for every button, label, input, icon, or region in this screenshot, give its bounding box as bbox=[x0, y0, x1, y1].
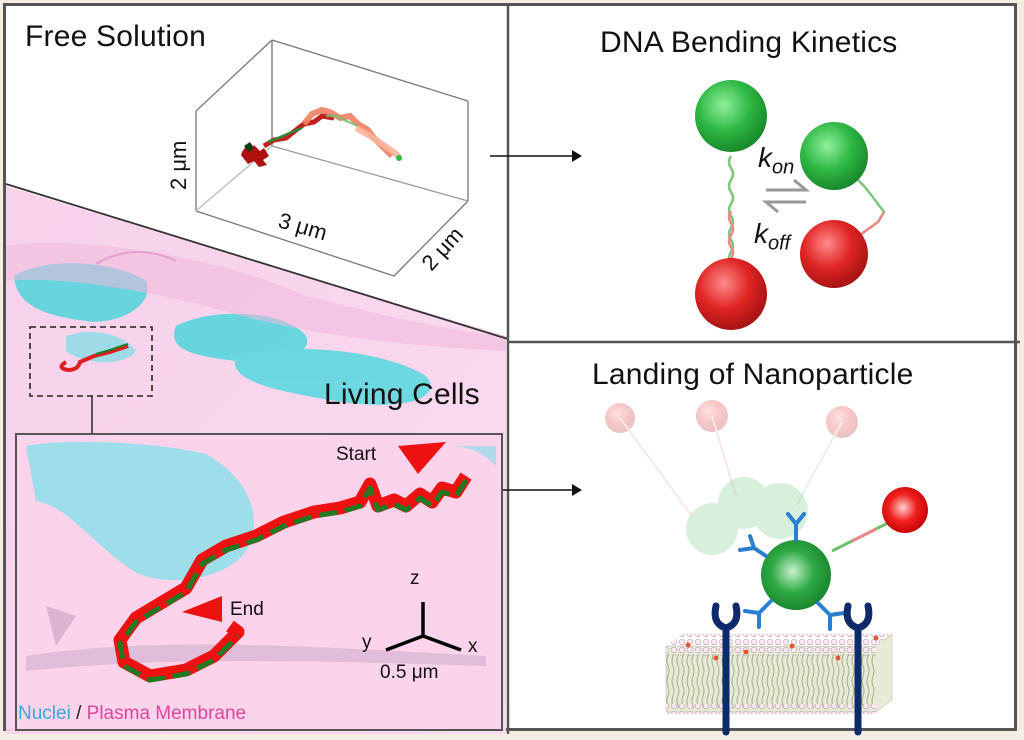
zoom-region-box bbox=[29, 326, 153, 397]
axis-x-label: x bbox=[468, 636, 478, 657]
scale-bar-label: 0.5 μm bbox=[380, 662, 439, 683]
dna-bending-diagram bbox=[695, 80, 886, 330]
nanoparticle-diagram bbox=[605, 400, 928, 736]
free-solution-title: Free Solution bbox=[25, 20, 207, 53]
legend-separator: / bbox=[76, 703, 82, 724]
axes-triad bbox=[385, 602, 462, 652]
end-label: End bbox=[230, 599, 264, 620]
axis-y-label: y bbox=[362, 632, 372, 653]
dna-bending-title: DNA Bending Kinetics bbox=[600, 26, 898, 59]
acceptor-bead bbox=[882, 487, 928, 533]
start-marker bbox=[398, 442, 446, 474]
donor-nanoparticle bbox=[761, 540, 831, 610]
figure-frame: Free Solution 2 μm 3 μm 2 μm DNA Bending… bbox=[3, 3, 1020, 736]
legend-membrane: Plasma Membrane bbox=[86, 703, 247, 724]
donor-bead-open bbox=[695, 80, 767, 152]
acceptor-bead-open bbox=[695, 258, 767, 330]
inset-zoom-view bbox=[15, 433, 503, 731]
living-cells-title: Living Cells bbox=[324, 378, 480, 411]
start-label: Start bbox=[336, 444, 377, 465]
k-on-subscript: on bbox=[772, 156, 795, 179]
axis-z-label: z bbox=[410, 568, 420, 589]
figure-canvas bbox=[5, 6, 1020, 736]
free-trajectory bbox=[241, 106, 403, 167]
cell-trajectory bbox=[113, 472, 472, 683]
cell-legend: Nuclei / Plasma Membrane bbox=[18, 703, 246, 725]
k-on-symbol: k bbox=[758, 142, 772, 173]
k-off-subscript: off bbox=[768, 232, 791, 255]
k-off-label: koff bbox=[754, 218, 790, 256]
z-axis-label: 2 μm bbox=[166, 140, 191, 190]
trajectory-3d-box bbox=[195, 39, 469, 277]
legend-nuclei: Nuclei bbox=[18, 703, 71, 724]
k-off-symbol: k bbox=[754, 218, 768, 249]
acceptor-bead-closed bbox=[800, 220, 868, 288]
end-marker bbox=[182, 596, 222, 622]
diagonal-separator bbox=[5, 183, 509, 340]
donor-bead-closed bbox=[800, 122, 868, 190]
landing-title: Landing of Nanoparticle bbox=[592, 358, 914, 391]
k-on-label: kon bbox=[758, 142, 794, 180]
